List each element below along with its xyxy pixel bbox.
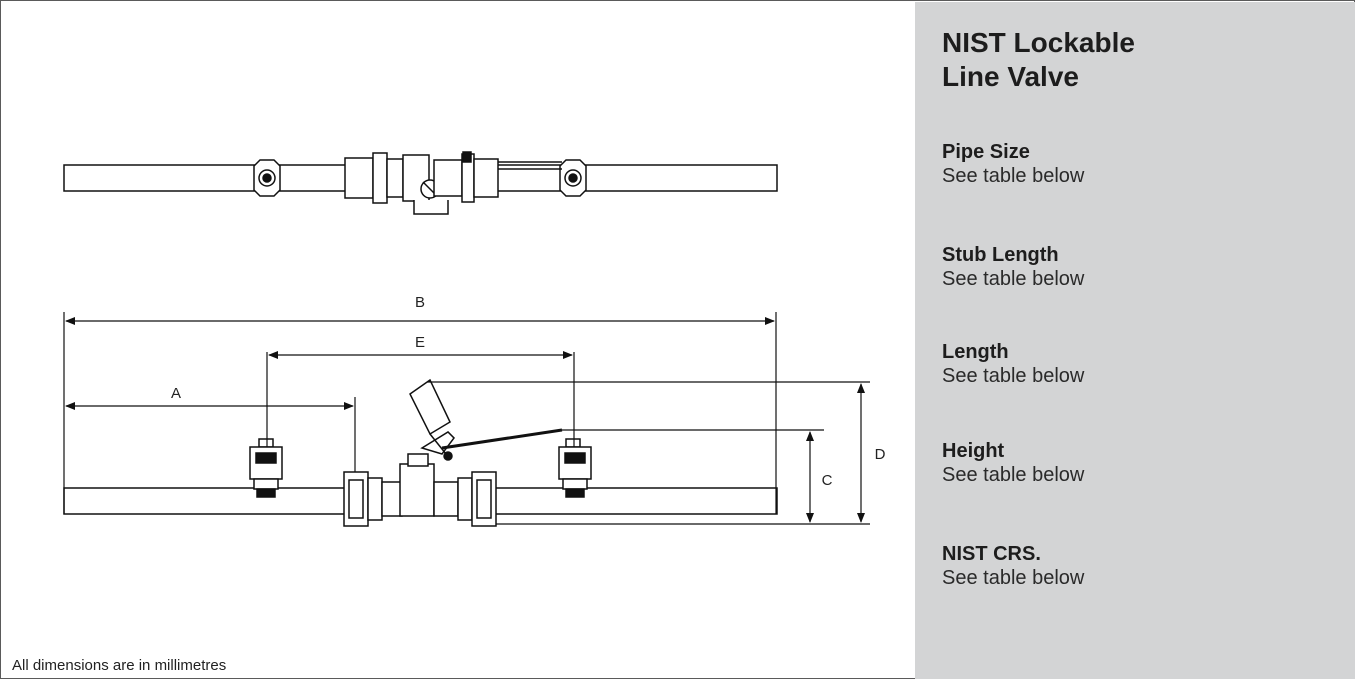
dim-label-e: E bbox=[415, 334, 425, 351]
top-pipe-left bbox=[63, 164, 350, 192]
spec-pipe-size: Pipe Size See table below bbox=[942, 140, 1342, 188]
top-clamp-left bbox=[253, 159, 281, 197]
top-valve-body bbox=[344, 151, 562, 215]
spec-label: NIST CRS. bbox=[942, 543, 1041, 565]
top-view bbox=[63, 151, 778, 215]
technical-drawing: B E A C D All dimensions are in millimet… bbox=[2, 2, 914, 678]
dim-label-c: C bbox=[822, 472, 833, 489]
side-valve-body bbox=[343, 378, 563, 527]
valve-drawing-svg: B E A C D bbox=[63, 151, 886, 527]
product-title-line-2: Line Valve bbox=[942, 61, 1079, 92]
spec-length: Length See table below bbox=[942, 340, 1342, 388]
side-pipe-left bbox=[63, 487, 350, 515]
spec-label: Stub Length bbox=[942, 244, 1059, 266]
spec-nist-crs: NIST CRS. See table below bbox=[942, 542, 1342, 590]
top-clamp-right bbox=[559, 159, 587, 197]
side-pipe-right bbox=[493, 487, 778, 515]
spec-value: See table below bbox=[942, 567, 1085, 589]
dim-label-b: B bbox=[415, 294, 425, 311]
dimension-lines bbox=[63, 312, 870, 525]
units-footnote: All dimensions are in millimetres bbox=[12, 657, 227, 674]
side-view bbox=[63, 378, 778, 527]
spec-value: See table below bbox=[942, 268, 1085, 290]
spec-label: Pipe Size bbox=[942, 141, 1030, 163]
product-title-line-1: NIST Lockable bbox=[942, 27, 1135, 58]
dim-label-a: A bbox=[171, 385, 181, 402]
spec-stub-length: Stub Length See table below bbox=[942, 243, 1342, 291]
spec-value: See table below bbox=[942, 165, 1085, 187]
spec-panel: NIST Lockable Line Valve Pipe Size See t… bbox=[915, 2, 1355, 679]
spec-label: Length bbox=[942, 341, 1009, 363]
spec-label: Height bbox=[942, 440, 1005, 462]
product-title: NIST Lockable Line Valve bbox=[942, 26, 1342, 94]
spec-value: See table below bbox=[942, 464, 1085, 486]
side-clamp-left bbox=[249, 438, 283, 498]
spec-value: See table below bbox=[942, 365, 1085, 387]
side-clamp-right bbox=[558, 438, 592, 498]
dim-label-d: D bbox=[875, 446, 886, 463]
spec-height: Height See table below bbox=[942, 439, 1342, 487]
